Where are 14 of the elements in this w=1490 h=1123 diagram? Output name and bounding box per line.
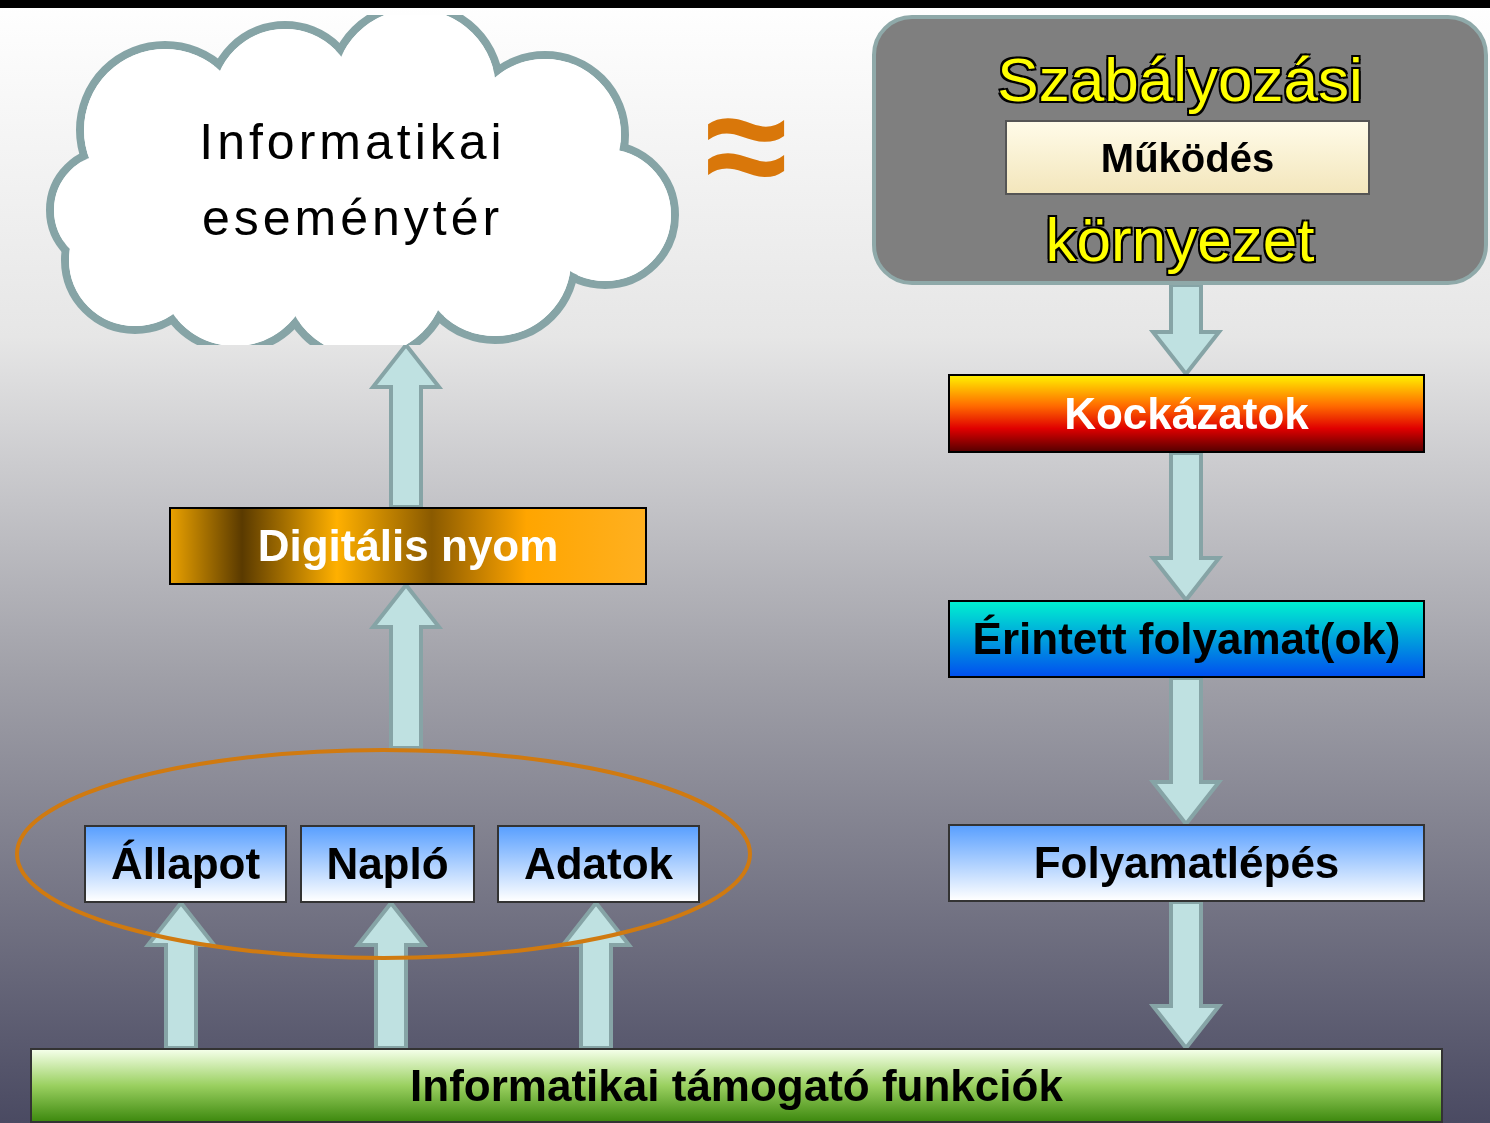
cloud-text: Informatikai eseménytér xyxy=(198,113,507,248)
panel-title: környezet xyxy=(1044,205,1316,275)
gradient-box: Digitális nyom xyxy=(169,507,647,585)
label-box: Folyamatlépés xyxy=(948,824,1425,902)
gradient-box: Kockázatok xyxy=(948,374,1425,453)
panel-title: Szabályozási xyxy=(996,45,1364,115)
label-box: Napló xyxy=(300,825,475,903)
rounded-panel xyxy=(872,15,1488,285)
gradient-box: Érintett folyamat(ok) xyxy=(948,600,1425,678)
label-box: Adatok xyxy=(497,825,700,903)
approx-symbol: ≈ xyxy=(705,70,788,220)
label-box: Működés xyxy=(1005,120,1370,195)
label-box: Állapot xyxy=(84,825,287,903)
gradient-bar: Informatikai támogató funkciók xyxy=(30,1048,1443,1123)
